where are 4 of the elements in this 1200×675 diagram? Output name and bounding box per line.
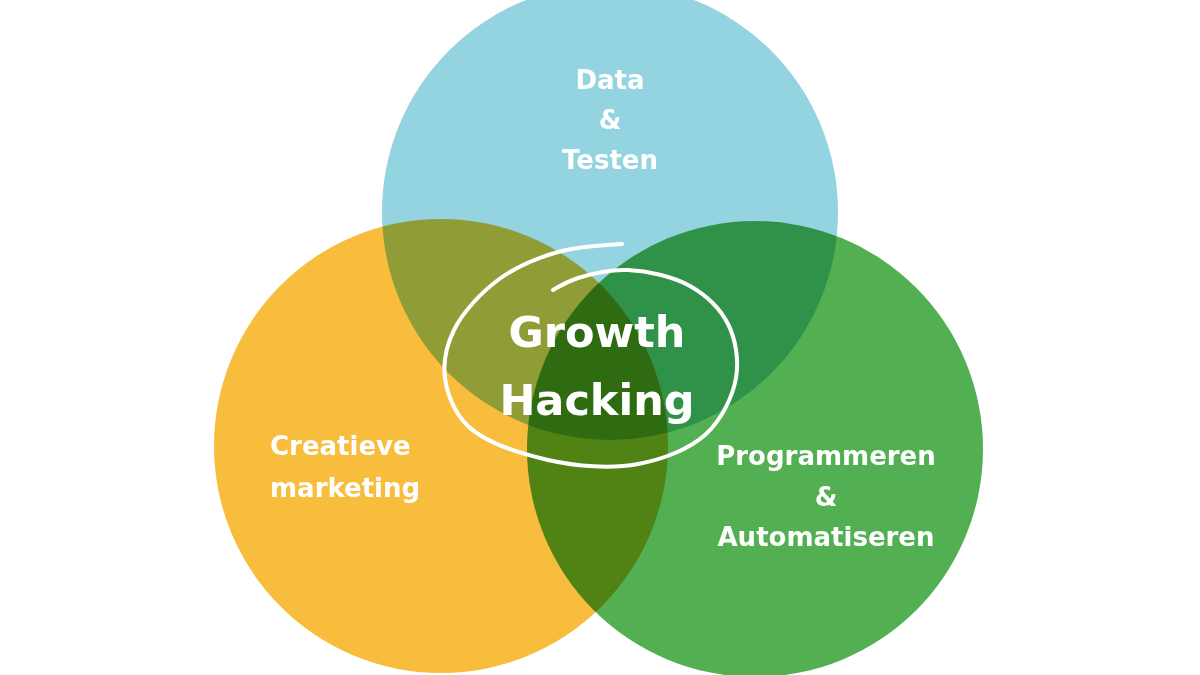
circle-label: Programmeren & Automatiseren bbox=[715, 440, 937, 554]
circle-label: Data & Testen bbox=[561, 64, 659, 177]
center-title: Growth Hacking bbox=[498, 306, 696, 427]
circle-label: Creatieve marketing bbox=[270, 430, 422, 505]
